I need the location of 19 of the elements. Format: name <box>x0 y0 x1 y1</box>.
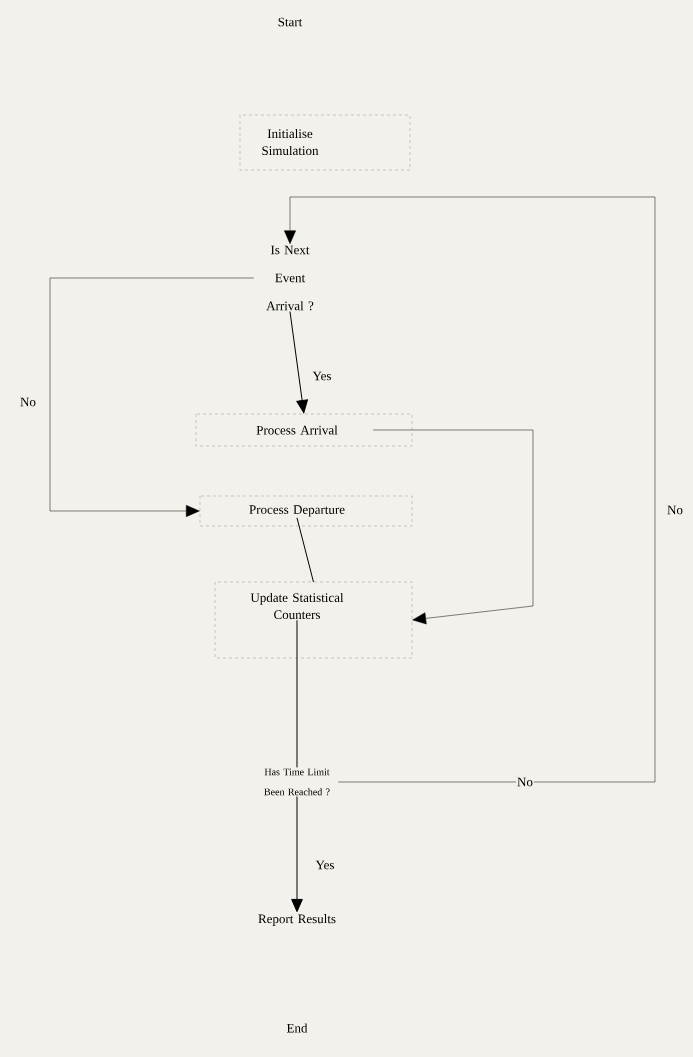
arrow <box>284 196 656 783</box>
process-box: Update Statistical Counters <box>214 581 413 659</box>
terminal-text: Report Results <box>258 914 336 926</box>
decision-text: Is Next Event Arrival ? <box>266 245 314 311</box>
arrow <box>291 796 303 913</box>
decision-text: Has Time Limit Been Reached ? <box>264 768 330 796</box>
edge-label: Yes <box>312 371 331 381</box>
arrow <box>372 429 534 625</box>
edge-label: Yes <box>315 860 334 870</box>
branch-label: No <box>667 505 683 515</box>
arrow <box>49 277 255 517</box>
terminal-text: Start <box>278 17 303 27</box>
process-box: Process Departure <box>199 495 413 527</box>
terminal-text: End <box>286 1023 308 1033</box>
edge-label: No <box>20 397 36 407</box>
process-box: Process Arrival <box>195 413 413 447</box>
process-box: Initialise Simulation <box>239 114 411 171</box>
edge-label: No <box>517 777 533 787</box>
arrow <box>289 311 308 414</box>
